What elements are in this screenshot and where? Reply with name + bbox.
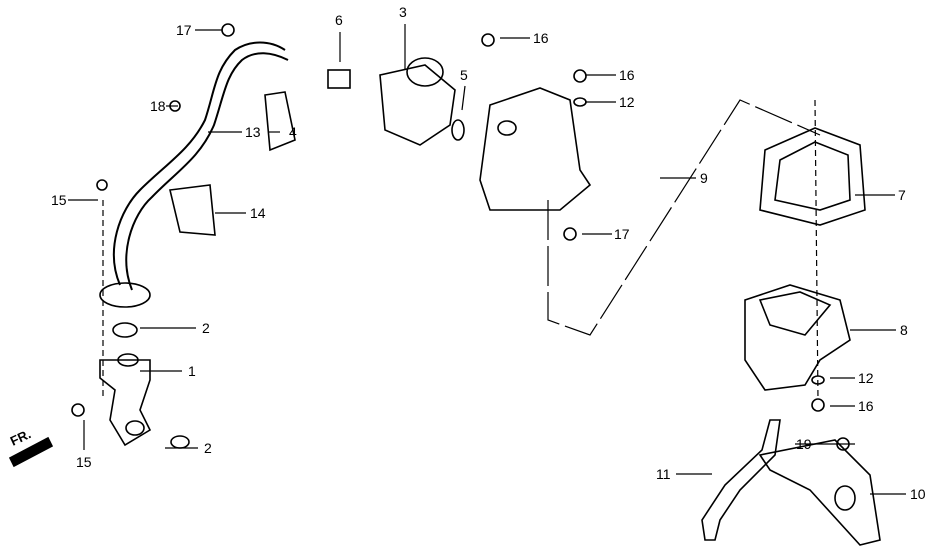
callout-11: 11 xyxy=(656,466,671,482)
callout-2: 2 xyxy=(204,440,212,456)
callout-13: 13 xyxy=(245,124,261,140)
callout-14: 14 xyxy=(250,205,266,221)
callout-3: 3 xyxy=(399,4,407,20)
callout-16: 16 xyxy=(619,67,635,83)
callout-8: 8 xyxy=(900,322,908,338)
callout-1: 1 xyxy=(188,363,196,379)
callout-5: 5 xyxy=(460,67,468,83)
callout-17: 17 xyxy=(176,22,192,38)
leader-lines xyxy=(68,24,906,495)
front-arrow-icon xyxy=(8,436,54,468)
callout-16: 16 xyxy=(858,398,874,414)
callout-2: 2 xyxy=(202,320,210,336)
callout-7: 7 xyxy=(898,187,906,203)
callout-9: 9 xyxy=(700,170,708,186)
callout-6: 6 xyxy=(335,12,343,28)
callout-4: 4 xyxy=(289,124,297,140)
callout-15: 15 xyxy=(51,192,67,208)
callout-15: 15 xyxy=(76,454,92,470)
callout-12: 12 xyxy=(858,370,874,386)
callout-17: 17 xyxy=(614,226,630,242)
callout-16: 16 xyxy=(533,30,549,46)
callout-18: 18 xyxy=(150,98,166,114)
callout-10: 10 xyxy=(910,486,926,502)
callout-12: 12 xyxy=(619,94,635,110)
callout-19: 19 xyxy=(796,436,812,452)
